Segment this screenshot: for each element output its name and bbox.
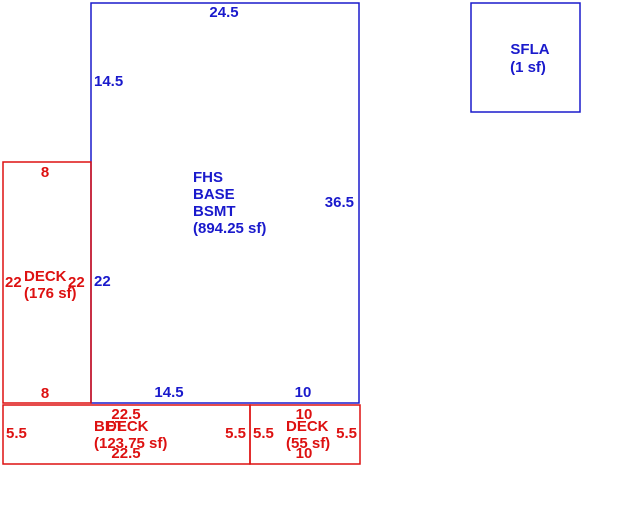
deck-bottom-area-value: (123.75 sf): [94, 435, 167, 452]
house-dim-bottom-right: 10: [295, 384, 312, 401]
deck-small-dim-bottom: 10: [296, 445, 313, 462]
deck-bottom-dim-top: 22.5: [111, 406, 140, 423]
deck-small-area-value: (55 sf): [286, 435, 330, 452]
house-dim-left-lower: 22: [94, 273, 111, 290]
deck-small-dim-right: 5.5: [336, 425, 357, 442]
house-dim-top: 24.5: [209, 4, 238, 21]
deck-bottom-area[interactable]: 22.5 22.5 5.5 5.5 BET DECK (123.75 sf): [2, 404, 251, 465]
sfla-area-value: (1 sf): [510, 59, 546, 76]
house-dim-left-upper: 14.5: [94, 73, 123, 90]
deck-small-outline: [249, 404, 361, 465]
deck-left-area[interactable]: 8 8 22 22 DECK (176 sf): [2, 161, 92, 404]
sfla-outline: [470, 2, 581, 113]
house-dim-right: 36.5: [325, 194, 354, 211]
deck-left-name: DECK: [24, 268, 67, 285]
house-area[interactable]: 24.5 14.5 22 36.5 14.5 10 FHS BASE BSMT …: [90, 2, 360, 404]
deck-left-area-value: (176 sf): [24, 285, 77, 302]
house-label-line3: BSMT: [193, 203, 236, 220]
sfla-name: SFLA: [510, 41, 549, 58]
house-area-value: (894.25 sf): [193, 220, 266, 237]
deck-left-dim-right: 22: [68, 274, 85, 291]
deck-small-dim-top: 10: [296, 406, 313, 423]
house-dim-bottom-left: 14.5: [154, 384, 183, 401]
deck-small-dim-left: 5.5: [253, 425, 274, 442]
deck-bottom-name: DECK: [106, 418, 149, 435]
house-label-line1: FHS: [193, 169, 223, 186]
sfla-area[interactable]: SFLA (1 sf): [470, 2, 581, 113]
deck-bottom-dim-bottom: 22.5: [111, 445, 140, 462]
deck-left-dim-bottom: 8: [41, 385, 49, 402]
house-label-line2: BASE: [193, 186, 235, 203]
deck-bottom-dim-right: 5.5: [225, 425, 246, 442]
deck-small-name: DECK: [286, 418, 329, 435]
deck-small-area[interactable]: 10 10 5.5 5.5 DECK (55 sf): [249, 404, 361, 465]
deck-left-dim-left: 22: [5, 274, 22, 291]
deck-left-dim-top: 8: [41, 164, 49, 181]
deck-left-outline: [2, 161, 92, 404]
deck-bottom-dim-left: 5.5: [6, 425, 27, 442]
deck-bottom-overlap-label: BET: [94, 418, 124, 435]
